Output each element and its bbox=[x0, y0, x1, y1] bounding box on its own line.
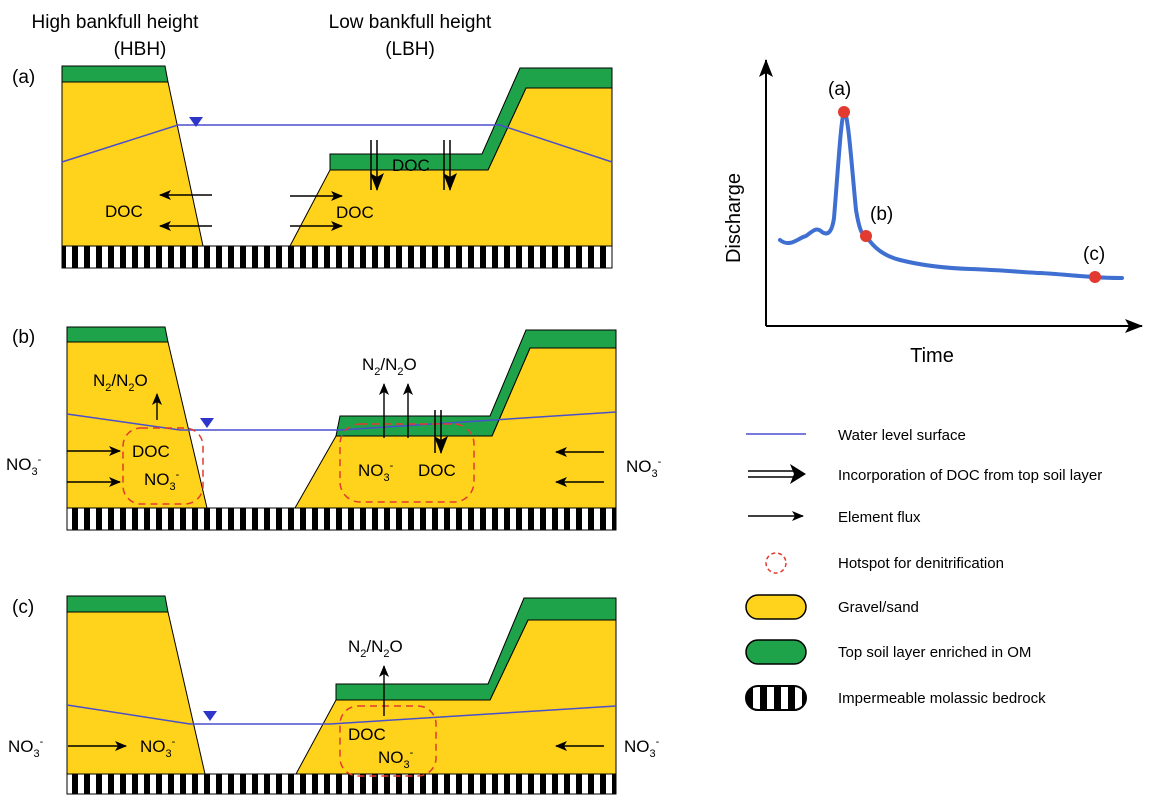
legend-gravel-label: Gravel/sand bbox=[838, 599, 919, 616]
panel-c-bedrock bbox=[66, 773, 617, 795]
panel-b-n2o-right: N2/N2O bbox=[362, 355, 417, 378]
panel-c-n2o: N2/N2O bbox=[348, 637, 403, 660]
legend-topsoil-swatch bbox=[745, 639, 807, 665]
panel-c-hotspot bbox=[339, 705, 437, 777]
panel-a-doc-top: DOC bbox=[392, 156, 430, 175]
legend-hotspot-label: Hotspot for denitrification bbox=[838, 555, 1004, 572]
panel-b-hotspot-left bbox=[122, 427, 204, 505]
panel-b-no3-far-left: NO3- bbox=[6, 454, 42, 478]
panel-b-n2o-left: N2/N2O bbox=[93, 371, 148, 394]
panel-c-no3-left: NO3- bbox=[140, 736, 176, 760]
panel-a: (a) DOC DOC DOC bbox=[12, 65, 613, 269]
legend-hotspot-icon bbox=[765, 552, 787, 574]
hydrograph: Discharge Time (a) (b) (c) bbox=[723, 59, 1143, 367]
panel-b-no3-left: NO3- bbox=[144, 469, 180, 493]
legend-doc-label: Incorporation of DOC from top soil layer bbox=[838, 467, 1102, 484]
panel-b: (b) N2/N2O DOC NO3- NO3- N2/N2O NO3- DOC… bbox=[6, 326, 662, 531]
hydrograph-point-a: (a) bbox=[828, 79, 851, 100]
panel-b-water-level bbox=[66, 411, 617, 431]
hydrograph-marker-b bbox=[860, 230, 872, 242]
legend-water-level-label: Water level surface bbox=[838, 427, 966, 444]
panel-b-left-topsoil bbox=[66, 326, 169, 343]
hydrograph-marker-c bbox=[1089, 271, 1101, 283]
hbh-title: High bankfull height bbox=[32, 12, 200, 33]
panel-a-label: (a) bbox=[12, 67, 35, 88]
panel-b-left-gravel bbox=[66, 341, 208, 509]
legend: Water level surface Incorporation of DOC… bbox=[745, 427, 1102, 711]
panel-b-no3-center: NO3- bbox=[358, 460, 394, 484]
panel-b-bedrock bbox=[66, 507, 617, 531]
panel-c-label: (c) bbox=[12, 597, 34, 618]
hbh-abbrev: (HBH) bbox=[114, 39, 167, 60]
panel-c-water-marker bbox=[203, 711, 217, 721]
panel-a-water-level bbox=[61, 124, 613, 163]
panel-b-doc-center: DOC bbox=[418, 461, 456, 480]
panel-c: (c) N2/N2O DOC NO3- NO3- NO3- NO3- bbox=[8, 595, 660, 795]
panel-a-left-topsoil bbox=[61, 65, 169, 83]
hydrograph-point-c: (c) bbox=[1083, 244, 1105, 265]
panel-a-left-gravel bbox=[61, 81, 204, 247]
legend-bedrock-swatch bbox=[745, 685, 807, 711]
panel-c-water-level bbox=[66, 704, 617, 725]
panel-c-right-topsoil bbox=[335, 597, 617, 701]
legend-flux-label: Element flux bbox=[838, 509, 921, 526]
panel-c-no3-center: NO3- bbox=[378, 747, 414, 771]
panel-a-water-marker bbox=[189, 117, 203, 127]
panel-c-no3-far-right: NO3- bbox=[624, 736, 660, 760]
hydrograph-ylabel: Discharge bbox=[723, 173, 745, 263]
panel-c-doc-center: DOC bbox=[348, 725, 386, 744]
panel-b-water-marker bbox=[200, 418, 214, 428]
panel-b-label: (b) bbox=[12, 327, 35, 348]
panel-b-no3-far-right: NO3- bbox=[626, 456, 662, 480]
hydrograph-curve bbox=[778, 109, 1124, 280]
legend-gravel-swatch bbox=[745, 594, 807, 620]
panel-a-bedrock bbox=[61, 245, 613, 269]
lbh-title: Low bankfull height bbox=[329, 12, 492, 33]
panel-c-no3-far-left: NO3- bbox=[8, 736, 44, 760]
panel-b-hotspot-center bbox=[339, 423, 475, 503]
legend-doc-arrow-icon bbox=[790, 464, 806, 484]
hydrograph-marker-a bbox=[838, 106, 850, 118]
panel-b-doc-left: DOC bbox=[132, 442, 170, 461]
hydrograph-point-b: (b) bbox=[870, 204, 893, 225]
panel-c-left-gravel bbox=[66, 611, 206, 775]
panel-b-right-topsoil bbox=[335, 329, 617, 437]
panel-c-left-topsoil bbox=[66, 595, 169, 613]
hydrograph-xlabel: Time bbox=[910, 345, 954, 367]
lbh-abbrev: (LBH) bbox=[385, 39, 435, 60]
legend-bedrock-label: Impermeable molassic bedrock bbox=[838, 690, 1046, 707]
panel-a-doc-right: DOC bbox=[336, 203, 374, 222]
legend-topsoil-label: Top soil layer enriched in OM bbox=[838, 644, 1031, 661]
panel-a-doc-left: DOC bbox=[105, 202, 143, 221]
